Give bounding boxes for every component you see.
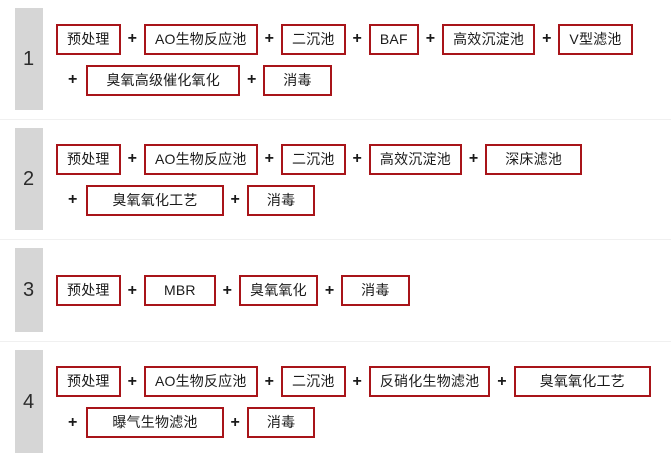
process-step-box: 预处理 <box>56 143 121 175</box>
process-step-box: 深床滤池 <box>485 143 583 175</box>
plus-connector-icon: + <box>497 372 507 390</box>
row-index-number: 4 <box>14 350 43 453</box>
plus-connector-icon: + <box>352 150 362 167</box>
plus-connector-icon: + <box>127 30 137 47</box>
row-index-cell: 2 <box>0 120 50 239</box>
row-index-cell: 3 <box>0 240 50 341</box>
process-chain: 预处理+AO生物反应池+二沉池+BAF+高效沉淀池+V型滤池+臭氧高级催化氧化+… <box>50 0 671 119</box>
process-step-box: 臭氧氧化工艺 <box>513 366 651 397</box>
row-index-number: 1 <box>14 8 43 110</box>
plus-connector-icon: + <box>230 413 240 431</box>
row-index-cell: 1 <box>0 0 50 119</box>
process-step-box: 消毒 <box>246 184 316 216</box>
plus-connector-icon: + <box>222 281 233 299</box>
process-step-box: 高效沉淀池 <box>368 143 462 175</box>
process-step-box: 消毒 <box>263 64 332 96</box>
process-chain: 预处理 + MBR + 臭氧氧化 + 消毒 <box>50 240 671 341</box>
process-chain: 预处理 + AO生物反应池 + 二沉池 + 反硝化生物滤池 + 臭氧氧化工艺 + 曝气生物滤池 + 消毒 <box>50 342 671 462</box>
process-chain-line: + 臭氧氧化工艺 + 消毒 <box>56 184 669 216</box>
plus-connector-icon: + <box>352 372 362 390</box>
process-step-box: 二沉池 <box>280 23 346 55</box>
process-chain-line: + 臭氧高级催化氧化 + 消毒 <box>56 64 669 96</box>
plus-connector-icon: + <box>542 30 552 47</box>
process-step-box: 二沉池 <box>280 366 346 397</box>
process-chain-line: 预处理 + AO生物反应池 + 二沉池 + 反硝化生物滤池 + 臭氧氧化工艺 <box>56 366 669 397</box>
process-step-box: 消毒 <box>341 275 410 306</box>
process-chain-line: 预处理 + MBR + 臭氧氧化 + 消毒 <box>56 275 669 306</box>
scheme-row: 4 预处理 + AO生物反应池 + 二沉池 + 反硝化生物滤池 + 臭氧氧化工艺 + 曝气生物滤池 + 消… <box>0 342 671 462</box>
process-step-box: 反硝化生物滤池 <box>368 366 491 397</box>
process-step-box: 臭氧氧化工艺 <box>86 184 224 216</box>
plus-connector-icon: + <box>68 71 78 88</box>
plus-connector-icon: + <box>468 150 479 167</box>
plus-connector-icon: + <box>68 191 78 208</box>
plus-connector-icon: + <box>127 150 137 167</box>
process-chain-line: + 曝气生物滤池 + 消毒 <box>56 407 669 438</box>
scheme-row: 1 预处理 + AO生物反应池 + 二沉池 + BAF + 高效沉淀池 + V型滤池 + 臭氧高级催化氧化… <box>0 0 671 120</box>
process-chain-line: 预处理 + AO生物反应池 + 二沉池 + 高效沉淀池 + 深床滤池 <box>56 143 669 175</box>
process-step-box: 臭氧氧化 <box>239 275 318 306</box>
process-step-box: MBR <box>143 275 216 306</box>
process-step-box: 二沉池 <box>280 143 346 175</box>
process-step-box: V型滤池 <box>558 23 633 55</box>
row-index-number: 2 <box>14 128 43 230</box>
scheme-row: 3 预处理 + MBR + 臭氧氧化 + 消毒 <box>0 240 671 342</box>
scheme-row: 2 预处理 + AO生物反应池 + 二沉池 + 高效沉淀池 + 深床滤池 + 臭氧氧化工艺 + 消毒 <box>0 120 671 240</box>
process-step-box: BAF <box>368 23 419 55</box>
process-step-box: 臭氧高级催化氧化 <box>86 64 240 96</box>
process-step-box: 高效沉淀池 <box>442 23 536 55</box>
plus-connector-icon: + <box>264 150 274 167</box>
plus-connector-icon: + <box>246 71 257 88</box>
plus-connector-icon: + <box>425 30 436 47</box>
process-step-box: 预处理 <box>56 275 121 306</box>
plus-connector-icon: + <box>127 281 137 299</box>
row-index-number: 3 <box>14 248 43 332</box>
process-chain-line: 预处理 + AO生物反应池 + 二沉池 + BAF + 高效沉淀池 + V型滤池 <box>56 23 669 55</box>
process-chain: 预处理 + AO生物反应池 + 二沉池 + 高效沉淀池 + 深床滤池 + 臭氧氧化工艺 + 消毒 <box>50 120 671 239</box>
plus-connector-icon: + <box>352 30 362 47</box>
process-step-box: 预处理 <box>56 366 121 397</box>
row-index-cell: 4 <box>0 342 50 462</box>
plus-connector-icon: + <box>68 413 78 431</box>
process-step-box: AO生物反应池 <box>143 23 258 55</box>
plus-connector-icon: + <box>127 372 137 390</box>
process-step-box: 消毒 <box>246 407 316 438</box>
process-step-box: AO生物反应池 <box>143 143 258 175</box>
process-step-box: 预处理 <box>56 23 121 55</box>
plus-connector-icon: + <box>264 372 274 390</box>
plus-connector-icon: + <box>264 30 274 47</box>
plus-connector-icon: + <box>230 191 240 208</box>
plus-connector-icon: + <box>324 281 335 299</box>
process-step-box: AO生物反应池 <box>143 366 258 397</box>
process-step-box: 曝气生物滤池 <box>86 407 224 438</box>
